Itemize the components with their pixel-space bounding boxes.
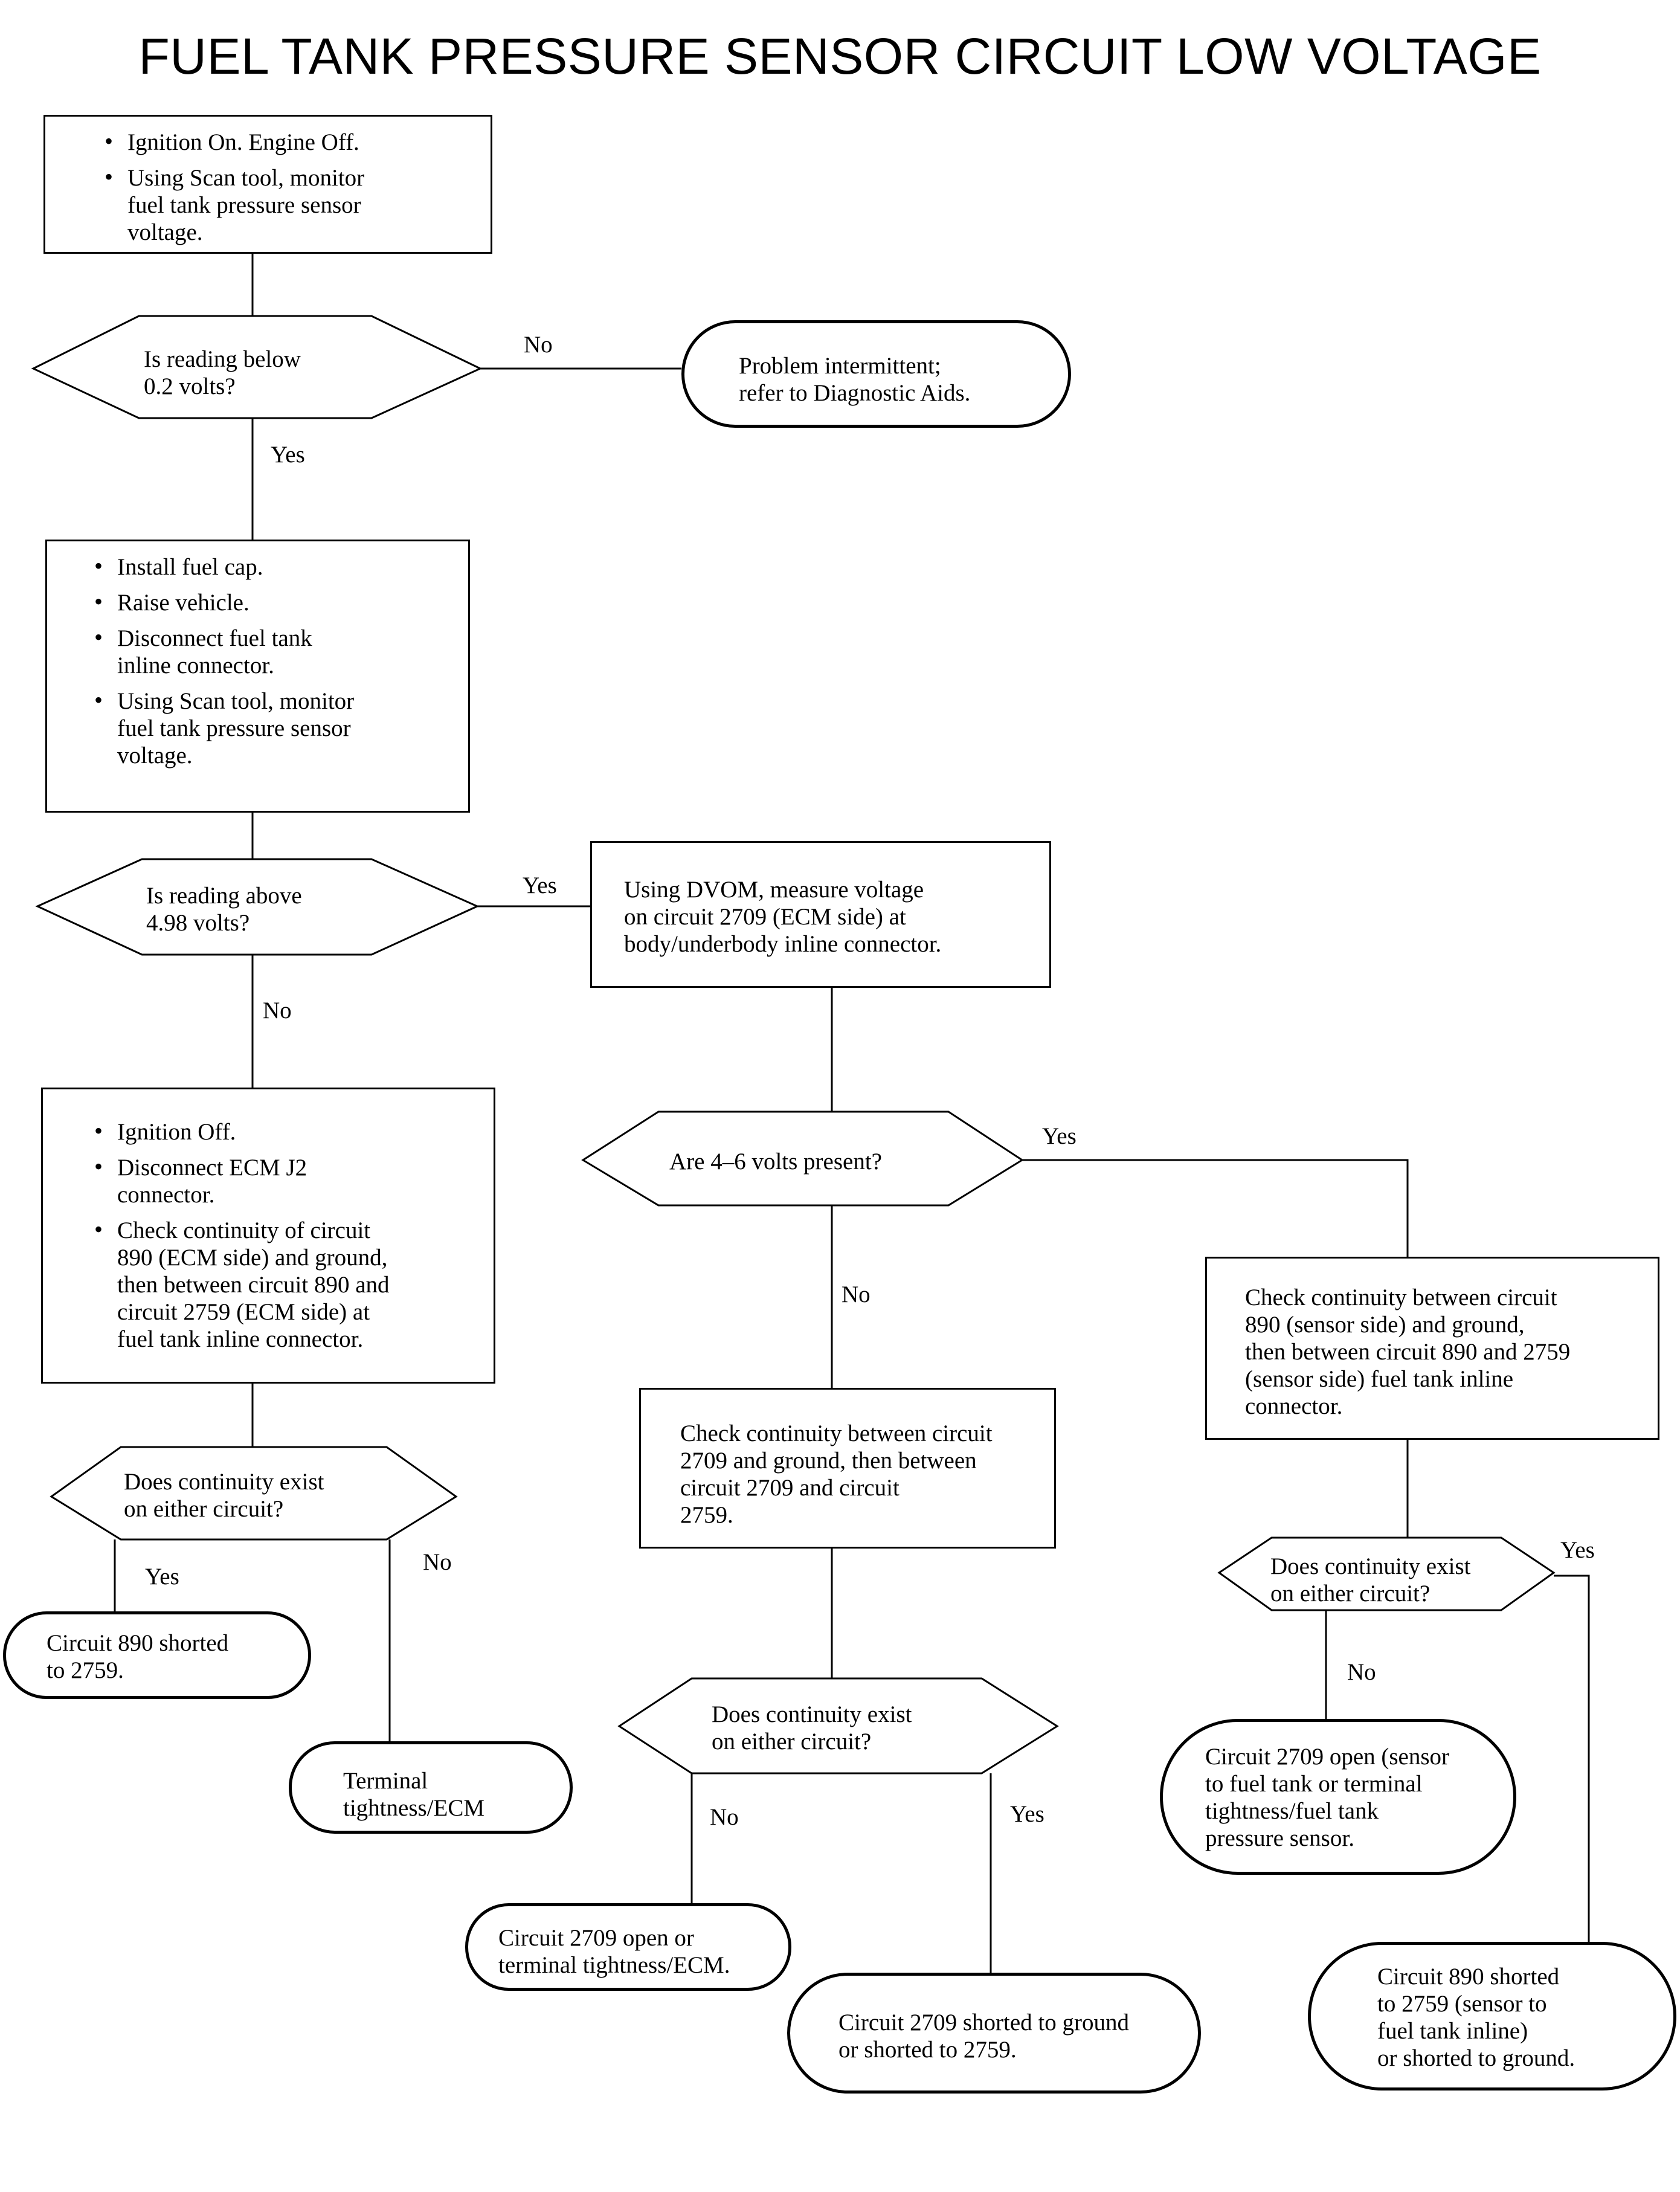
- label-d4-no: No: [423, 1549, 452, 1575]
- result-c2709-short: Circuit 2709 shorted to ground or shorte…: [787, 1973, 1201, 2094]
- page-title: FUEL TANK PRESSURE SENSOR CIRCUIT LOW VO…: [138, 28, 1542, 85]
- label-d5-yes: Yes: [1010, 1801, 1044, 1827]
- result-c2709-open: Circuit 2709 open or terminal tightness/…: [465, 1903, 791, 1991]
- step-box-s2: Install fuel cap. Raise vehicle. Disconn…: [45, 540, 470, 813]
- step-s1-item: Ignition On. Engine Off.: [105, 127, 478, 156]
- step-s3-item: Ignition Off.: [94, 1117, 484, 1146]
- label-d1-no: No: [524, 332, 553, 358]
- label-d3-yes: Yes: [1042, 1123, 1077, 1149]
- step-box-check-890: Check continuity between circuit 890 (se…: [1205, 1257, 1659, 1440]
- decision-d1-text: Is reading below 0.2 volts?: [144, 346, 301, 399]
- decision-d6-shape: [1217, 1536, 1556, 1611]
- label-d6-no: No: [1347, 1659, 1376, 1685]
- step-s2-item: Install fuel cap.: [94, 552, 456, 581]
- step-s1-item: Using Scan tool, monitor fuel tank press…: [105, 163, 478, 246]
- decision-d6-text: Does continuity exist on either circuit?: [1270, 1553, 1471, 1607]
- label-d6-yes: Yes: [1560, 1537, 1595, 1563]
- decision-d3-text: Are 4–6 volts present?: [669, 1149, 882, 1175]
- step-s3-list: Ignition Off. Disconnect ECM J2 connecto…: [94, 1117, 484, 1353]
- step-s2-item: Using Scan tool, monitor fuel tank press…: [94, 686, 456, 769]
- step-box-check-2709: Check continuity between circuit 2709 an…: [639, 1388, 1056, 1549]
- step-s1-list: Ignition On. Engine Off. Using Scan tool…: [105, 127, 478, 246]
- result-c890-short-sensor: Circuit 890 shorted to 2759 (sensor to f…: [1308, 1942, 1676, 2090]
- decision-d2-text: Is reading above 4.98 volts?: [146, 883, 302, 936]
- step-s3-item: Disconnect ECM J2 connector.: [94, 1153, 484, 1208]
- decision-d4-text: Does continuity exist on either circuit?: [124, 1469, 324, 1522]
- step-box-s1: Ignition On. Engine Off. Using Scan tool…: [43, 115, 492, 254]
- decision-d4-shape: [50, 1446, 458, 1541]
- label-d4-yes: Yes: [145, 1564, 179, 1590]
- step-s3-item: Check continuity of circuit 890 (ECM sid…: [94, 1216, 484, 1353]
- label-d5-no: No: [710, 1804, 739, 1830]
- label-d1-yes: Yes: [271, 442, 305, 468]
- result-terminal: Terminal tightness/ECM: [289, 1741, 573, 1834]
- step-box-s3: Ignition Off. Disconnect ECM J2 connecto…: [41, 1088, 495, 1384]
- connector-d3-check890: [1022, 1159, 1409, 1257]
- step-s2-list: Install fuel cap. Raise vehicle. Disconn…: [94, 552, 456, 769]
- step-s2-item: Disconnect fuel tank inline connector.: [94, 624, 456, 679]
- step-box-dvom: Using DVOM, measure voltage on circuit 2…: [590, 841, 1051, 988]
- connector-d6-c890shortsensor: [1554, 1575, 1590, 1942]
- step-s2-item: Raise vehicle.: [94, 588, 456, 616]
- label-d2-yes: Yes: [523, 872, 557, 898]
- result-intermittent: Problem intermittent; refer to Diagnosti…: [681, 320, 1071, 428]
- result-c2709-open-sensor: Circuit 2709 open (sensor to fuel tank o…: [1160, 1719, 1516, 1875]
- result-c890-short: Circuit 890 shorted to 2759.: [3, 1611, 311, 1699]
- label-d2-no: No: [263, 998, 292, 1023]
- label-d3-no: No: [842, 1281, 871, 1307]
- decision-d5-text: Does continuity exist on either circuit?: [712, 1701, 912, 1755]
